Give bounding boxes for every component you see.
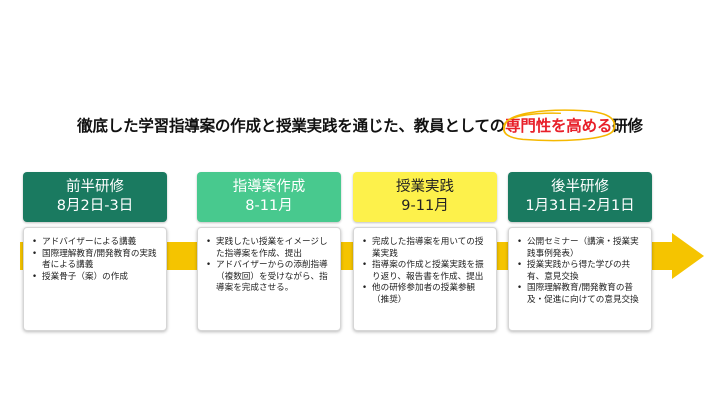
- stage-header: 前半研修 8月2日-3日: [23, 172, 167, 222]
- list-item: アドバイザーによる講義: [32, 237, 160, 249]
- stage-header: 指導案作成 8-11月: [197, 172, 341, 222]
- stage-period: 8月2日-3日: [56, 198, 134, 214]
- stage-lesson-practice: 授業実践 9-11月 完成した指導案を用いての授業実践 指導案の作成と授業実践を…: [353, 172, 497, 331]
- list-item: 国際理解教育/開発教育の実践者による講義: [32, 249, 160, 272]
- list-item: 実践したい授業をイメージした指導案を作成、提出: [206, 237, 334, 260]
- stage-details: 実践したい授業をイメージした指導案を作成、提出 アドバイザーからの添削指導（複数…: [197, 227, 341, 331]
- headline: 徹底した学習指導案の作成と授業実践を通じた、教員としての専門性を高める研修: [0, 109, 720, 142]
- list-item: アドバイザーからの添削指導（複数回）を受けながら、指導案を完成させる。: [206, 260, 334, 295]
- list-item: 指導案の作成と授業実践を振り返り、報告書を作成、提出: [362, 260, 490, 283]
- stage-details: 完成した指導案を用いての授業実践 指導案の作成と授業実践を振り返り、報告書を作成…: [353, 227, 497, 331]
- stage-period: 9-11月: [401, 198, 449, 214]
- stage-second-training: 後半研修 1月31日-2月1日 公開セミナー（講演・授業実践事例発表） 授業実践…: [508, 172, 652, 331]
- stage-title: 前半研修: [66, 179, 124, 195]
- headline-text: 徹底した学習指導案の作成と授業実践を通じた、教員としての: [77, 117, 506, 135]
- stage-lesson-plan: 指導案作成 8-11月 実践したい授業をイメージした指導案を作成、提出 アドバイ…: [197, 172, 341, 331]
- stage-title: 後半研修: [551, 179, 609, 195]
- list-item: 完成した指導案を用いての授業実践: [362, 237, 490, 260]
- list-item: 他の研修参加者の授業参観（推奨）: [362, 283, 490, 306]
- stage-period: 1月31日-2月1日: [525, 198, 635, 214]
- headline-suffix: 研修: [612, 117, 643, 135]
- stage-title: 指導案作成: [232, 179, 306, 195]
- stage-first-training: 前半研修 8月2日-3日 アドバイザーによる講義 国際理解教育/開発教育の実践者…: [23, 172, 167, 331]
- stage-header: 後半研修 1月31日-2月1日: [508, 172, 652, 222]
- stage-details: 公開セミナー（講演・授業実践事例発表） 授業実践から得た学びの共有、意見交換 国…: [508, 227, 652, 331]
- list-item: 授業実践から得た学びの共有、意見交換: [517, 260, 645, 283]
- stage-header: 授業実践 9-11月: [353, 172, 497, 222]
- list-item: 授業骨子（案）の作成: [32, 272, 160, 284]
- stage-title: 授業実践: [396, 179, 454, 195]
- headline-highlight: 専門性を高める: [502, 109, 616, 142]
- list-item: 公開セミナー（講演・授業実践事例発表）: [517, 237, 645, 260]
- stage-period: 8-11月: [245, 198, 293, 214]
- list-item: 国際理解教育/開発教育の普及・促進に向けての意見交換: [517, 283, 645, 306]
- stage-details: アドバイザーによる講義 国際理解教育/開発教育の実践者による講義 授業骨子（案）…: [23, 227, 167, 331]
